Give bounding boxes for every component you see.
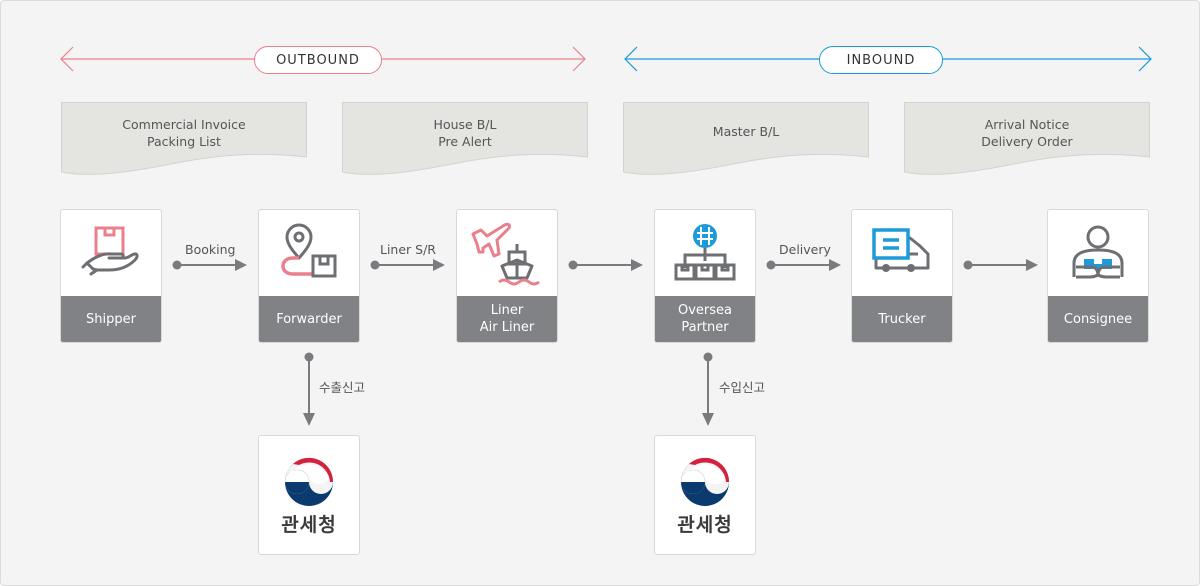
arrow-right-icon xyxy=(568,259,643,271)
korea-customs-logo-icon xyxy=(285,457,334,506)
connector-trucker-to-consignee xyxy=(962,257,1040,273)
import-declaration-label: 수입신고 xyxy=(719,380,766,395)
arrow-right-icon xyxy=(172,259,247,271)
node-label-oversea: Oversea xyxy=(677,303,732,318)
korea-customs-logo-icon xyxy=(681,457,730,506)
document-shape xyxy=(61,102,307,175)
customs-service-import: 관세청 xyxy=(654,435,756,555)
document-line-1: House B/L xyxy=(433,117,497,132)
arrow-right-icon xyxy=(766,259,841,271)
truck-icon xyxy=(872,228,930,272)
document-line-1: Arrival Notice xyxy=(984,117,1070,132)
document-shape xyxy=(623,102,869,175)
node-label-shipper: Shipper xyxy=(86,311,136,327)
node-oversea-partner: Oversea Partner xyxy=(654,209,756,343)
node-label-forwarder: Forwarder xyxy=(276,311,342,327)
inbound-band: INBOUND xyxy=(623,45,1153,77)
document-line-1: Master B/L xyxy=(712,124,780,139)
document-line-2: Pre Alert xyxy=(438,134,492,149)
inbound-label: INBOUND xyxy=(819,46,943,74)
arrow-right-icon xyxy=(963,259,1038,271)
node-forwarder: Forwarder xyxy=(258,209,360,343)
arrow-down-icon xyxy=(702,352,714,426)
document-shape xyxy=(904,102,1150,175)
connector-delivery xyxy=(765,257,843,273)
hand-box-icon xyxy=(81,226,139,276)
node-label-partner: Partner xyxy=(681,320,729,335)
export-declaration-label: 수출신고 xyxy=(319,380,366,395)
node-trucker: Trucker xyxy=(851,209,953,343)
location-box-icon xyxy=(281,223,337,278)
customs-agency-name: 관세청 xyxy=(677,514,733,536)
arrow-right-icon xyxy=(370,259,445,271)
document-line-2: Packing List xyxy=(147,134,221,149)
document-commercial-invoice: Commercial Invoice Packing List xyxy=(61,102,307,180)
arrow-down-icon xyxy=(303,352,315,426)
node-label-consignee: Consignee xyxy=(1063,311,1133,327)
outbound-label: OUTBOUND xyxy=(254,46,382,74)
document-master-bl: Master B/L xyxy=(623,102,869,180)
plane-ship-icon xyxy=(471,222,540,286)
document-arrival-notice: Arrival Notice Delivery Order xyxy=(904,102,1150,180)
outbound-band: OUTBOUND xyxy=(59,45,587,77)
node-shipper: Shipper xyxy=(60,209,162,343)
node-label-trucker: Trucker xyxy=(878,311,926,327)
node-label-liner: Liner xyxy=(490,303,524,318)
document-house-bl: House B/L Pre Alert xyxy=(342,102,588,180)
connector-booking xyxy=(171,257,249,273)
connector-import-declaration xyxy=(700,351,716,427)
document-line-1: Commercial Invoice xyxy=(122,117,246,132)
node-consignee: Consignee xyxy=(1047,209,1149,343)
document-line-2: Delivery Order xyxy=(981,134,1073,149)
document-shape xyxy=(342,102,588,175)
node-liner: Liner Air Liner xyxy=(456,209,558,343)
connector-label-delivery: Delivery xyxy=(779,242,831,257)
connector-label-liner-sr: Liner S/R xyxy=(380,242,436,257)
globe-network-icon xyxy=(674,224,736,281)
customs-agency-name: 관세청 xyxy=(281,514,337,536)
customs-service-export: 관세청 xyxy=(258,435,360,555)
person-box-icon xyxy=(1072,225,1124,279)
connector-liner-to-oversea xyxy=(567,257,645,273)
connector-export-declaration xyxy=(301,351,317,427)
connector-label-booking: Booking xyxy=(185,242,236,257)
node-label-air-liner: Air Liner xyxy=(479,320,535,335)
connector-liner-sr xyxy=(369,257,447,273)
